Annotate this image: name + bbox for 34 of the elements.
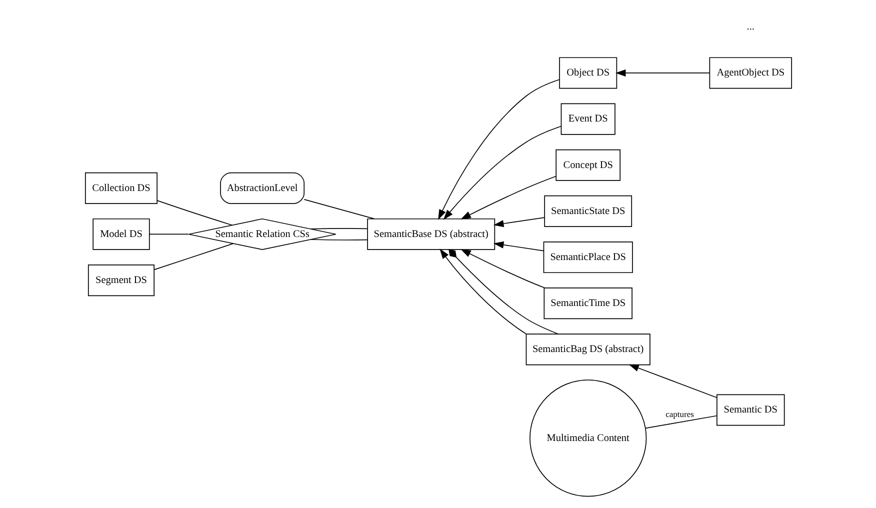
arrow [492,241,544,252]
arrow [439,248,526,334]
connector [310,228,368,230]
arrow [492,217,544,228]
node-box: Concept DS [555,149,620,181]
node-box: Object DS [558,57,617,89]
arrow [460,176,556,220]
connector [303,199,374,220]
node-box: Collection DS [84,172,157,204]
node-box: SemanticState DS [544,195,632,227]
arrow [460,249,545,288]
node-diamond: Semantic Relation CSs [188,218,336,250]
node-box: AbstractionLevel [220,172,304,204]
connector [310,239,368,240]
node-circle: Multimedia Content [529,380,646,497]
arrow [628,364,717,398]
node-box: SemanticTime DS [543,288,632,320]
label: ... [746,22,754,33]
edge-label: captures [665,408,694,419]
arrow [438,79,560,220]
arrow [442,126,562,220]
node-box: Segment DS [87,264,154,296]
connector [148,234,188,235]
node-box: Event DS [560,103,615,135]
node-box: SemanticBag DS (abstract) [525,334,650,366]
node-box: Semantic DS [716,394,784,426]
node-box: Model DS [92,218,150,250]
connector [156,200,232,226]
connector [644,415,717,429]
connector [153,243,234,270]
arrow [614,69,710,77]
node-box: SemanticBase DS (abstract) [366,218,495,250]
node-box: SemanticPlace DS [542,241,632,274]
node-box: AgentObject DS [708,57,792,89]
